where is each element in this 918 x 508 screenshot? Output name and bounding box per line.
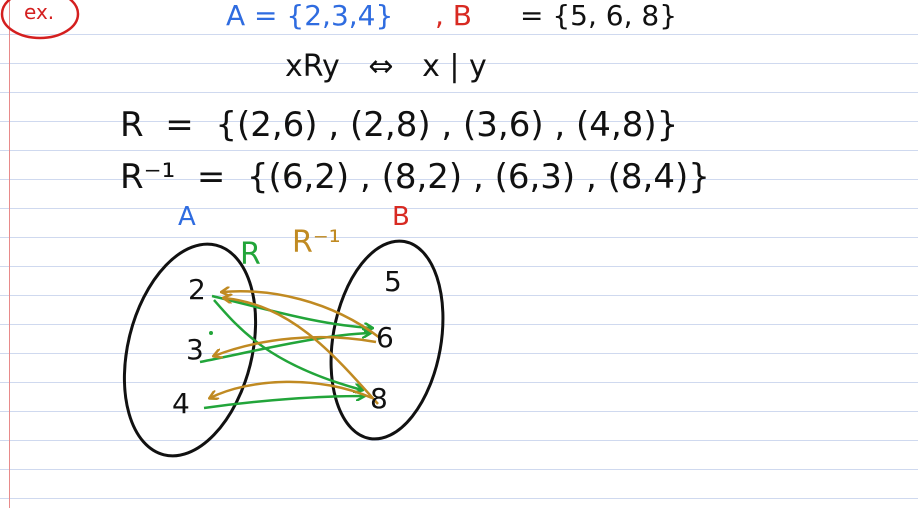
dot-mark — [209, 331, 213, 335]
r-inverse-arrow-6-2 — [222, 291, 381, 339]
set-b-name: , B — [435, 0, 473, 32]
r-inverse-set-line: R⁻¹ = {(6,2) , (8,2) , (6,3) , (8,4)} — [120, 157, 710, 197]
set-a-element: 4 — [172, 387, 190, 420]
set-b-element: 6 — [376, 321, 394, 354]
set-a-element: 2 — [188, 273, 206, 306]
set-a-element: 3 — [186, 333, 204, 366]
set-b-element: 8 — [370, 382, 388, 415]
inverse-relation-label: R⁻¹ — [292, 225, 341, 260]
set-a-label: A — [178, 202, 196, 232]
r-arrow-4-8 — [203, 396, 364, 410]
relation-definition: xRy ⇔ x | y — [285, 49, 487, 84]
r-arrow-2-8 — [213, 299, 362, 390]
set-b-ellipse — [329, 239, 445, 441]
set-b-element: 5 — [384, 265, 402, 298]
set-b-definition: = {5, 6, 8} — [520, 0, 678, 32]
margin-line — [9, 0, 10, 508]
set-a-definition: A = {2,3,4} — [226, 0, 394, 32]
r-inverse-arrow-6-3 — [214, 335, 377, 356]
set-b-label: B — [392, 202, 410, 232]
set-a-ellipse — [122, 242, 258, 458]
example-label: ex. — [24, 0, 55, 24]
r-inverse-arrow-8-4 — [210, 380, 373, 398]
relation-label: R — [240, 237, 261, 272]
r-set-line: R = {(2,6) , (2,8) , (3,6) , (4,8)} — [120, 105, 679, 145]
example-circle — [0, 0, 80, 40]
r-inverse-arrow-8-2 — [224, 298, 379, 405]
